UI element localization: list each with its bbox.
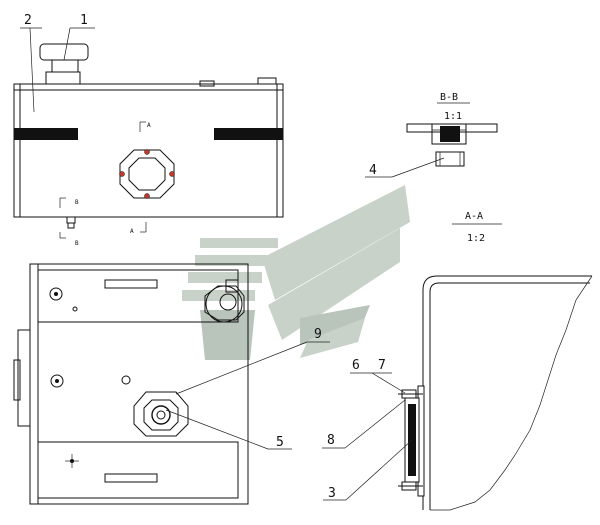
- section-marker-b-top: B: [75, 199, 79, 206]
- section-marker-a-top: A: [147, 122, 151, 129]
- section-a-a-scale: 1:2: [467, 233, 485, 244]
- callout-3-leader: [345, 439, 413, 501]
- plan-view: [13, 263, 249, 505]
- tank-body: [13, 83, 284, 218]
- callout-9: 9: [314, 327, 322, 342]
- section-a-a-title: A-A: [465, 211, 483, 222]
- drain-plug-section: [435, 151, 465, 167]
- strap-right: [214, 128, 283, 140]
- section-b-b: [406, 102, 498, 167]
- flange-octagon: [119, 149, 175, 199]
- callout-7: 7: [378, 358, 386, 373]
- callout-5: 5: [276, 435, 284, 450]
- strap-left: [14, 128, 78, 140]
- front-view: [13, 43, 284, 239]
- section-a-a-detail: [398, 275, 593, 511]
- callout-1: 1: [80, 13, 88, 28]
- callout-8-leader: [344, 399, 406, 449]
- callout-3: 3: [328, 486, 336, 501]
- callout-2-leader: [29, 27, 35, 113]
- callout-6-7-leader: [371, 372, 406, 394]
- section-marker-a-bottom: A: [130, 228, 134, 235]
- callout-4: 4: [369, 163, 377, 178]
- section-b-b-title: B-B: [440, 92, 458, 103]
- sender-flange: [133, 391, 189, 437]
- section-b-b-scale: 1:1: [444, 111, 462, 122]
- callout-5-leader: [165, 409, 269, 450]
- watermark-logo: [182, 185, 410, 360]
- callout-2: 2: [24, 13, 32, 28]
- callout-9-leader: [175, 341, 308, 395]
- filler-neck: [45, 71, 81, 85]
- section-marker-b-bottom: B: [75, 240, 79, 247]
- callout-8: 8: [327, 433, 335, 448]
- side-bracket: [17, 329, 31, 427]
- callout-4-leader: [391, 157, 445, 178]
- filler-cap: [39, 43, 89, 61]
- callout-6: 6: [352, 358, 360, 373]
- callout-1-leader: [63, 27, 71, 61]
